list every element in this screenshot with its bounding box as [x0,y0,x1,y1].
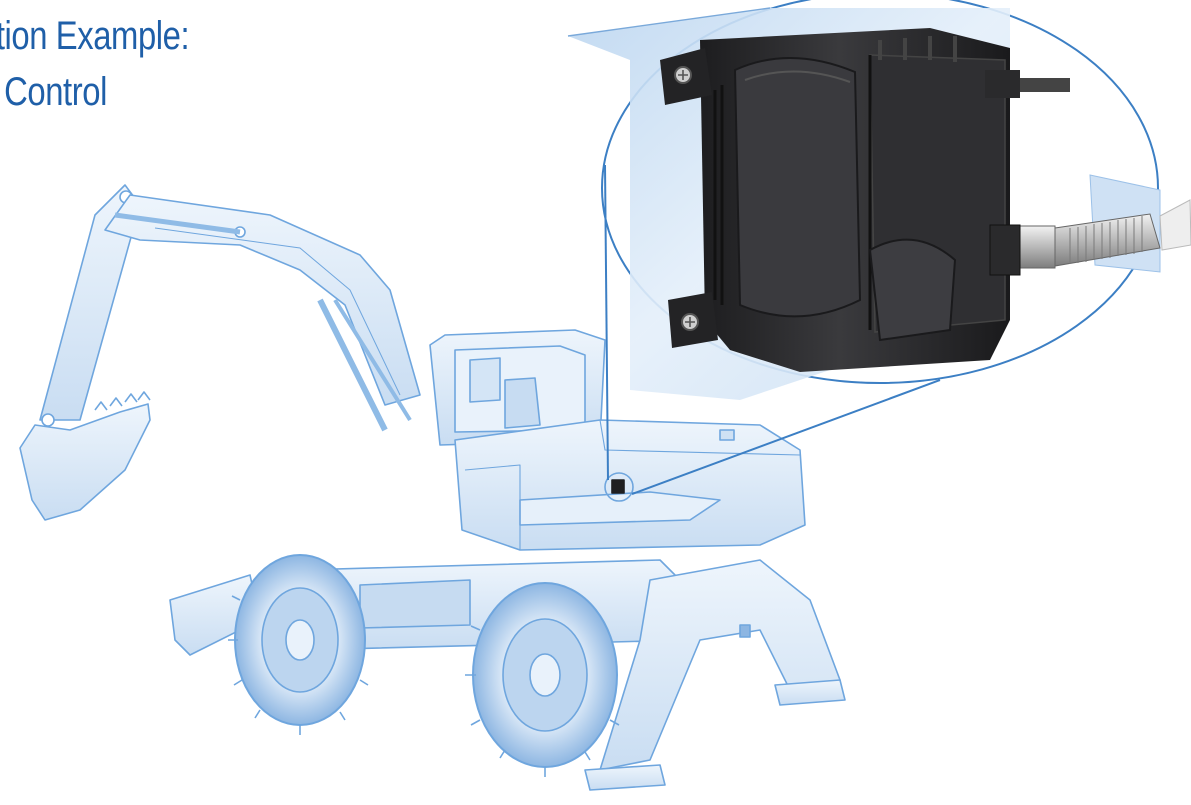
zoom-callout [601,0,1159,495]
page-title: cation Example: tle Control [0,8,190,120]
title-line-2: tle Control [0,70,107,114]
control-unit-detail [567,7,1191,400]
rear-wheel [228,554,369,735]
upper-structure [454,419,806,551]
excavator-illustration [19,184,846,791]
zoom-callout-origin [604,472,634,502]
front-wheel [465,582,620,777]
control-unit-small [611,479,625,494]
bucket [19,403,151,521]
mounting-screws [660,48,718,348]
title-line-1: cation Example: [0,14,190,58]
dozer-blade [169,574,261,656]
boom [104,194,421,406]
stabilizer [599,559,841,771]
